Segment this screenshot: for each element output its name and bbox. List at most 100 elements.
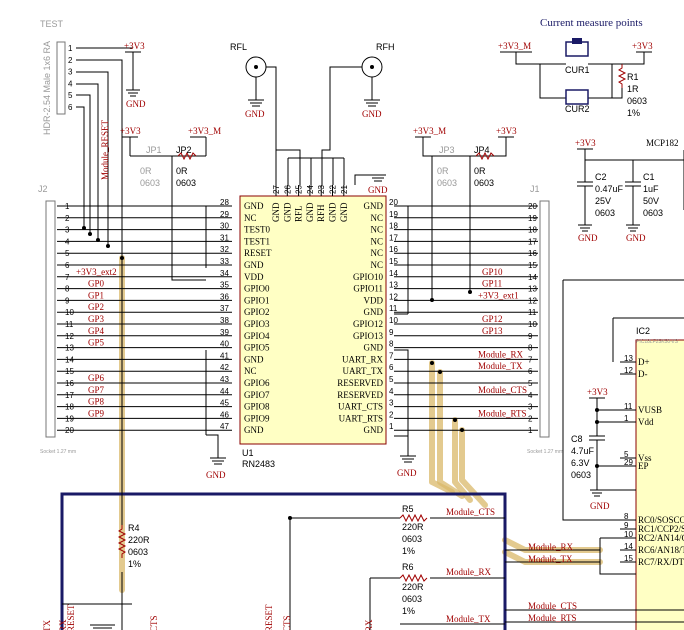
ic2-pin-label-11: VUSB: [638, 405, 662, 415]
u1-pin-34: 34: [220, 269, 229, 278]
module-reset-label: Module_RESET: [100, 119, 110, 180]
socket-j1: J1 20191817161514GP1013GP1112+3V3_ext111…: [394, 184, 563, 455]
net-r6: Module_RX: [446, 567, 492, 577]
v33-label-3: +3V3: [496, 126, 517, 136]
ic2-pin-12: 12: [624, 366, 633, 375]
j2-label: J2: [38, 184, 48, 194]
bottom-label-6: CTS: [282, 615, 292, 630]
u1-pin-29: 29: [220, 210, 229, 219]
c1-package: 0603: [643, 208, 663, 218]
ic2-pin-label-12: D-: [638, 369, 648, 379]
u1-pin-label-3: UART_CTS: [338, 402, 383, 412]
u1-pin-label-1: GND: [364, 425, 384, 435]
u1-pin-label-18: NC: [370, 225, 383, 235]
u1-pin-label-14: GPIO10: [353, 272, 384, 282]
j1-net-6: Module_TX: [478, 361, 523, 371]
u1-pin-35: 35: [220, 281, 229, 290]
u1-pin-17: 17: [389, 233, 398, 242]
ic2-pin-11: 11: [624, 402, 633, 411]
u1-pin-22: 22: [329, 185, 338, 194]
c1-name: C1: [643, 172, 655, 182]
ic2-pin-1: 1: [624, 414, 629, 423]
c1-value: 1uF: [643, 184, 659, 194]
u1-pin-31: 31: [220, 233, 229, 242]
j2-net-16: GP6: [88, 373, 105, 383]
u1-pin-14: 14: [389, 269, 398, 278]
u1-pin-21: 21: [340, 185, 349, 194]
u1-pin-label-33: GND: [244, 260, 264, 270]
test-header-pin-4: 4: [68, 79, 73, 88]
gnd-label-1: GND: [126, 99, 146, 109]
u1-pin-label-41: GND: [244, 354, 264, 364]
gnd-top: GND: [368, 185, 388, 195]
u1-pin-label-40: GPIO5: [244, 343, 270, 353]
u1-pin-2: 2: [389, 410, 394, 419]
u1-pin-36: 36: [220, 292, 229, 301]
u1-pin-label-9: GPIO13: [353, 331, 384, 341]
u1-pin-label-39: GPIO4: [244, 331, 270, 341]
r4-package: 0603: [128, 547, 148, 557]
u1-pin-10: 10: [389, 316, 398, 325]
ic2-pin-9: 9: [624, 521, 629, 530]
v33m-label-1: +3V3_M: [188, 126, 221, 136]
u1-pin-label-16: NC: [370, 248, 383, 258]
ic2-pin-10: 10: [624, 530, 633, 539]
header-side-label: HDR-2.54 Male 1x6 RA: [42, 41, 52, 135]
u1-pin-label-35: GPIO0: [244, 284, 270, 294]
u1-pin-19: 19: [389, 210, 398, 219]
u1-pin-label-17: NC: [370, 236, 383, 246]
u1-pin-32: 32: [220, 245, 229, 254]
j1-label: J1: [530, 184, 540, 194]
u1-pin-45: 45: [220, 399, 229, 408]
u1-pin-label-11: GND: [364, 307, 384, 317]
u1-pin-label-36: GPIO1: [244, 295, 270, 305]
j2-net-7: +3V3_ext2: [76, 267, 117, 277]
rfl-label: RFL: [230, 42, 247, 52]
u1-pin-47: 47: [220, 422, 229, 431]
u1-part: RN2483: [242, 459, 275, 469]
c8-name: C8: [571, 434, 583, 444]
u1-pin-6: 6: [389, 363, 394, 372]
ic2-pin-5: 5: [624, 450, 629, 459]
test-label: TEST: [40, 19, 64, 29]
u1-pin-label-42: NC: [244, 366, 257, 376]
j1-net-7: Module_RX: [478, 349, 524, 359]
v33-label-1: +3V3: [124, 41, 145, 51]
current-title: Current measure points: [540, 17, 643, 29]
u1-pin-27: 27: [272, 185, 281, 194]
jp4-package: 0603: [474, 178, 494, 188]
u1-pin-7: 7: [389, 351, 394, 360]
c8-value: 4.7uF: [571, 446, 595, 456]
u1-pin-12: 12: [389, 292, 398, 301]
u1-pin-11: 11: [389, 304, 398, 313]
j1-net-2: Module_RTS: [478, 408, 526, 418]
jp1-name: JP1: [146, 145, 162, 155]
current-measure: Current measure points +3V3_M +3V3 CUR1 …: [498, 17, 653, 118]
u1-pin-4: 4: [389, 387, 394, 396]
u1-pin-33: 33: [220, 257, 229, 266]
c8-volt: 6.3V: [571, 458, 590, 468]
ic2-name: IC2: [636, 326, 650, 336]
gnd-u1-right: GND: [397, 468, 417, 478]
ic2-pin-14: 14: [624, 542, 633, 551]
u1-pin-13: 13: [389, 281, 398, 290]
net-bottom-tx: Module_TX: [446, 614, 491, 624]
j2-net-11: GP3: [88, 314, 105, 324]
u1-pin-20: 20: [389, 198, 398, 207]
j2-net-10: GP2: [88, 302, 104, 312]
jp3-value: 0R: [437, 166, 449, 176]
r6-tol: 1%: [402, 606, 415, 616]
r6-value: 220R: [402, 582, 424, 592]
ic2-pin-label-5: Vss: [638, 453, 652, 463]
u1-pin-5: 5: [389, 375, 394, 384]
j2-net-9: GP1: [88, 290, 104, 300]
jp3-package: 0603: [437, 178, 457, 188]
r1-package: 0603: [627, 96, 647, 106]
j2-socket-label: Socket 1.27 mm: [40, 449, 76, 455]
u1-pin-9: 9: [389, 328, 394, 337]
j2-net-19: GP9: [88, 408, 105, 418]
jumper-group-left: +3V3 JP1 0R 0603 +3V3_M JP2 0R 0603: [120, 126, 221, 281]
u1-pin-3: 3: [389, 399, 394, 408]
